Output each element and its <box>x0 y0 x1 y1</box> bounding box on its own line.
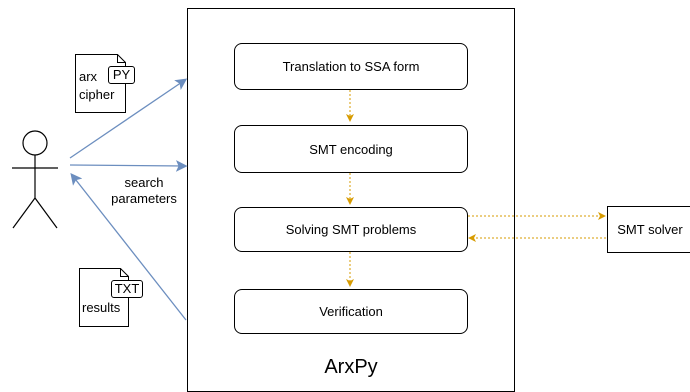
params-input-arrow <box>69 160 188 172</box>
step-label: Solving SMT problems <box>285 222 417 237</box>
search-params-line2: parameters <box>111 191 177 206</box>
solver-label: SMT solver <box>617 222 683 237</box>
py-file-tag: PY <box>108 66 135 84</box>
cipher-doc-line2: cipher <box>79 87 115 102</box>
smt-solver-box: SMT solver <box>607 206 690 253</box>
results-output-arrow <box>70 172 187 321</box>
cipher-doc-line1: arx <box>79 69 98 84</box>
step-label: SMT encoding <box>309 141 393 157</box>
step-verification: Verification <box>234 289 468 334</box>
step-smt-encoding: SMT encoding <box>234 125 468 173</box>
step-solving-smt: Solving SMT problems <box>234 207 468 252</box>
search-params-line1: search <box>124 175 164 190</box>
results-doc-label: results <box>82 300 121 315</box>
step-ssa-translation: Translation to SSA form <box>234 43 468 90</box>
step-label: Translation to SSA form <box>282 59 420 74</box>
user-stick-figure-icon <box>12 130 58 229</box>
txt-file-tag: TXT <box>111 280 143 298</box>
system-name: ArxPy <box>324 356 378 378</box>
step-label: Verification <box>319 304 383 319</box>
cipher-input-arrow <box>69 78 188 159</box>
